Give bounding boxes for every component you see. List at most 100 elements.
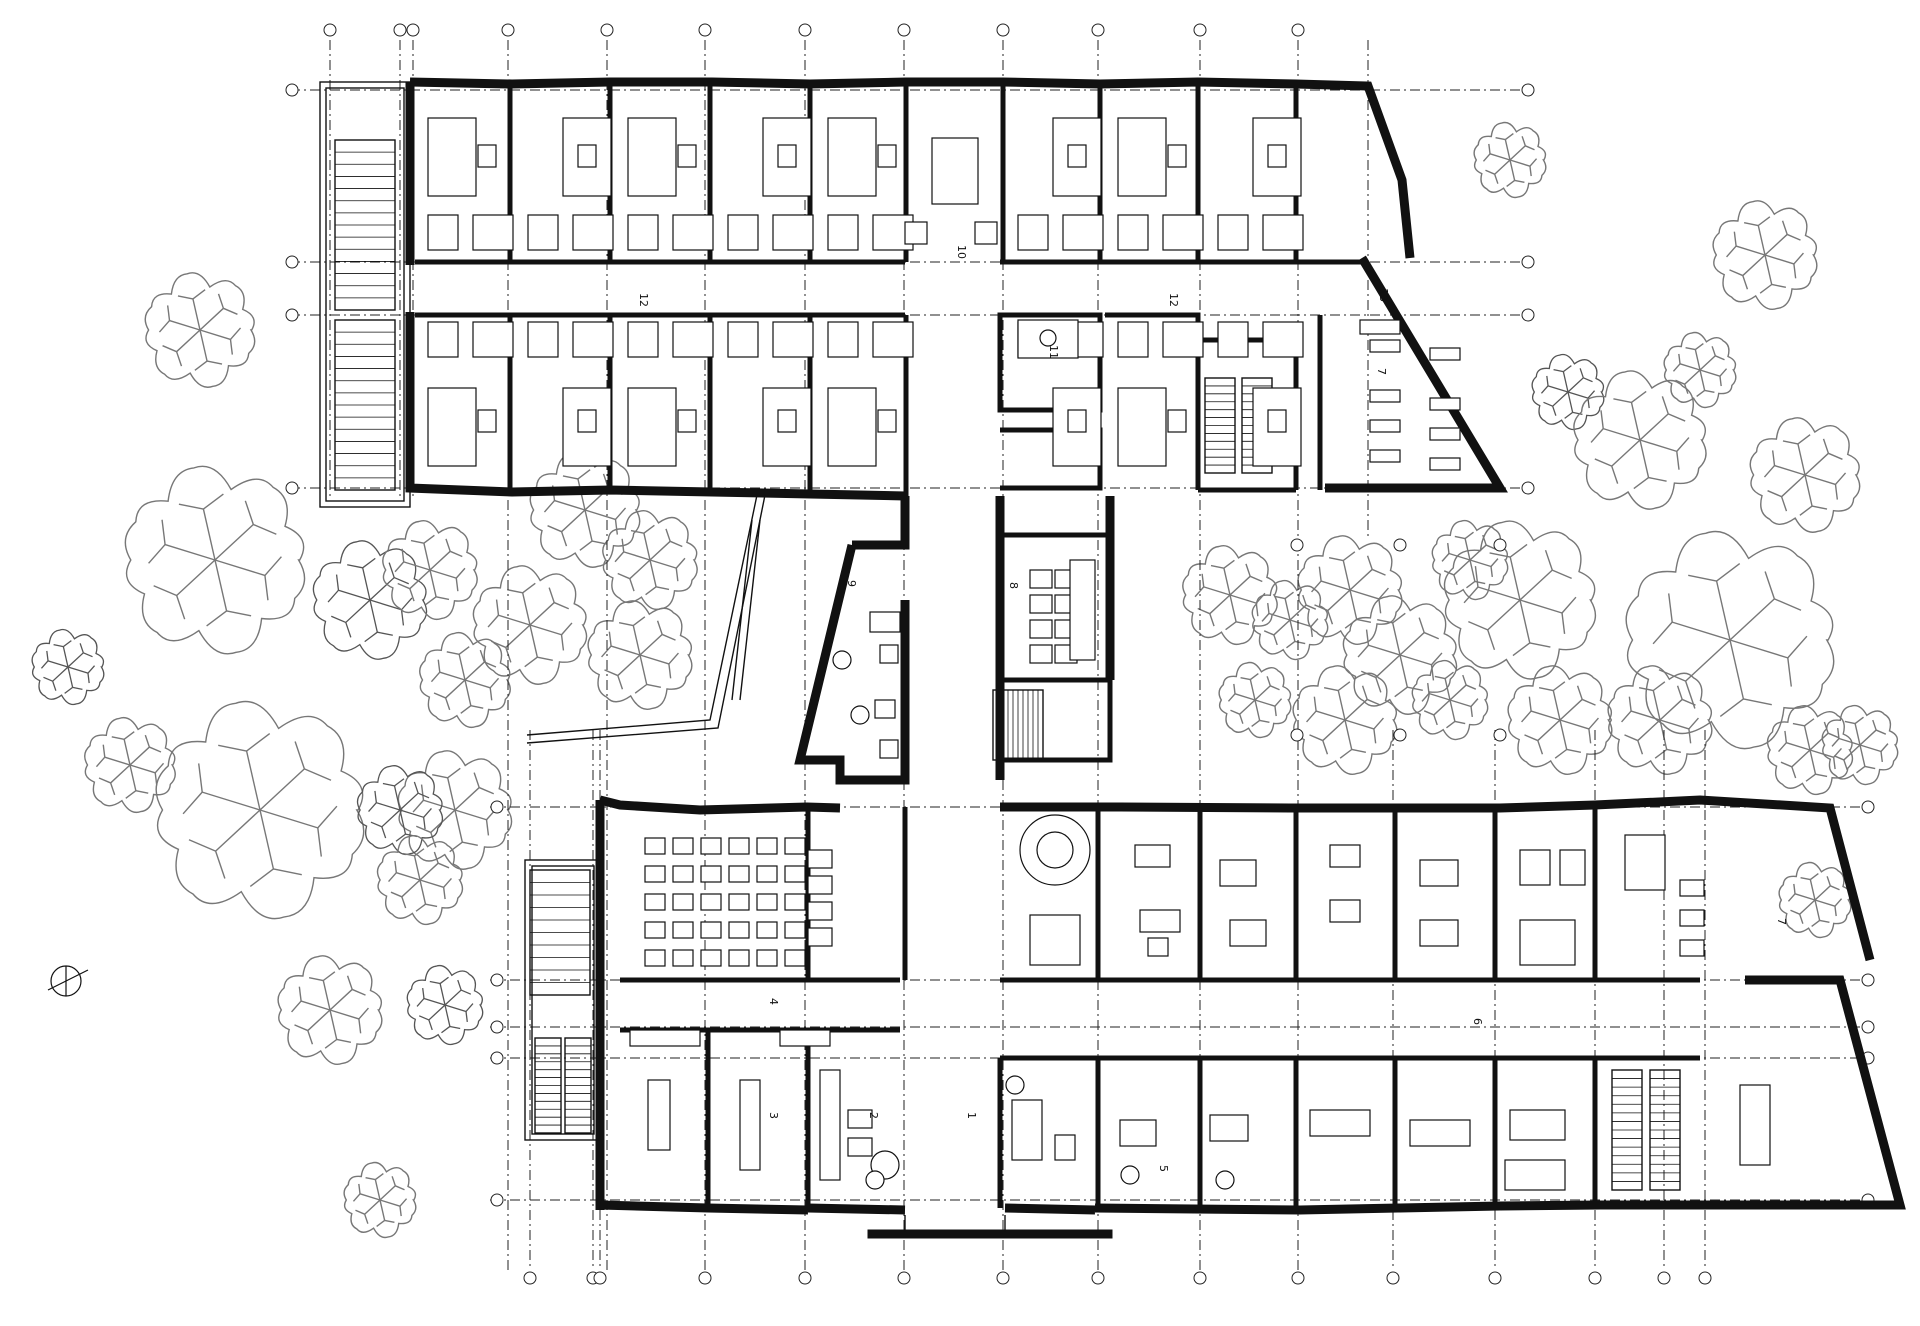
grid-bubble xyxy=(323,23,337,37)
furniture-item xyxy=(1219,859,1257,887)
stair-flight xyxy=(1649,1069,1681,1191)
grid-bubble xyxy=(798,1271,812,1285)
furniture-item xyxy=(832,650,852,670)
furniture-item xyxy=(477,144,497,168)
furniture-item xyxy=(1134,844,1171,868)
furniture-item xyxy=(1267,144,1287,168)
furniture-item xyxy=(850,705,870,725)
furniture-item xyxy=(627,214,659,251)
grid-bubble xyxy=(1290,538,1304,552)
furniture-item xyxy=(784,893,806,911)
furniture-item xyxy=(427,214,459,251)
room-label-cafe: 2 xyxy=(867,1112,880,1119)
furniture-item xyxy=(772,321,814,358)
furniture-item xyxy=(472,321,514,358)
grid-bubble xyxy=(593,1271,607,1285)
furniture-item xyxy=(1509,1109,1566,1141)
grid-bubble xyxy=(490,1193,504,1207)
grid-bubble xyxy=(897,23,911,37)
furniture-item xyxy=(1162,321,1204,358)
furniture-item xyxy=(644,949,666,967)
furniture-item xyxy=(827,214,859,251)
furniture-item xyxy=(1005,1075,1025,1095)
furniture-item xyxy=(1029,644,1053,664)
tree-icon xyxy=(406,964,484,1046)
stair-flight xyxy=(334,139,396,311)
furniture-item xyxy=(772,214,814,251)
furniture-item xyxy=(727,214,759,251)
room-label-meeting-room: 8 xyxy=(1007,582,1020,589)
furniture-item xyxy=(644,837,666,855)
furniture-item xyxy=(728,893,750,911)
furniture-item xyxy=(1429,347,1461,361)
furniture-item xyxy=(629,1029,701,1047)
furniture-item xyxy=(627,117,677,197)
furniture-item xyxy=(1029,594,1053,614)
furniture-item xyxy=(807,849,833,869)
furniture-item xyxy=(1011,1099,1043,1161)
furniture-item xyxy=(1369,419,1401,433)
room-label-kitchen-corridor: 4 xyxy=(767,998,780,1005)
tree-icon xyxy=(124,465,306,655)
landscape-trees xyxy=(31,121,1899,1239)
furniture-item xyxy=(756,865,778,883)
furniture-item xyxy=(527,214,559,251)
grid-bubbles xyxy=(285,23,1875,1285)
furniture-item xyxy=(672,893,694,911)
grid-bubble xyxy=(523,1271,537,1285)
tree-icon xyxy=(343,1161,417,1239)
grid-bubble xyxy=(490,973,504,987)
furniture-item xyxy=(879,739,899,759)
furniture-item xyxy=(1419,859,1459,887)
furniture-item xyxy=(1119,1119,1157,1147)
furniture-item xyxy=(677,144,697,168)
furniture-item xyxy=(527,321,559,358)
furniture-item xyxy=(865,1170,885,1190)
tree-icon xyxy=(419,631,511,729)
furniture-item xyxy=(1215,1170,1235,1190)
grid-bubble xyxy=(490,1051,504,1065)
tree-icon xyxy=(1663,331,1737,409)
furniture-item xyxy=(877,409,897,433)
tree-icon xyxy=(1297,535,1403,645)
furniture-item xyxy=(644,865,666,883)
tree-icon xyxy=(587,600,693,710)
tree-icon xyxy=(1292,665,1398,775)
grid-bubble xyxy=(1488,1271,1502,1285)
room-label-corridor-north-left: 12 xyxy=(637,293,650,307)
furniture-item xyxy=(1062,214,1104,251)
grid-bubble xyxy=(1521,481,1535,495)
furniture-item xyxy=(756,949,778,967)
furniture-item xyxy=(1209,1114,1249,1142)
furniture-item xyxy=(1679,939,1705,957)
grid-bubble xyxy=(1861,800,1875,814)
furniture-item xyxy=(700,893,722,911)
tree-icon xyxy=(1431,519,1509,601)
furniture-item xyxy=(1167,409,1187,433)
room-labels: 12 12 10 11 13 7 9 8 4 3 2 1 7 6 5 xyxy=(637,245,1788,1172)
room-label-stair-13: 13 xyxy=(1377,288,1390,302)
grid-bubble xyxy=(285,83,299,97)
room-label-office-5: 5 xyxy=(1157,1165,1170,1172)
grid-bubble xyxy=(1493,538,1507,552)
furniture-item xyxy=(572,321,614,358)
furniture-item xyxy=(472,214,514,251)
furniture-item xyxy=(847,1109,873,1129)
furniture-item xyxy=(1409,1119,1471,1147)
stair-flight xyxy=(334,319,396,491)
room-label-corridor-south: 6 xyxy=(1471,1018,1484,1025)
tree-icon xyxy=(1251,579,1329,661)
furniture-item xyxy=(644,921,666,939)
grid-bubble xyxy=(698,1271,712,1285)
tree-icon xyxy=(602,510,698,611)
furniture-item xyxy=(807,927,833,947)
furniture-item xyxy=(427,321,459,358)
grid-bubble xyxy=(285,481,299,495)
furniture-item xyxy=(1117,321,1149,358)
furniture-item xyxy=(756,921,778,939)
furniture-item xyxy=(1217,214,1249,251)
furniture-item xyxy=(1309,1109,1371,1137)
grid-bubble xyxy=(1521,255,1535,269)
furniture-item xyxy=(756,837,778,855)
grid-bubble xyxy=(1521,83,1535,97)
